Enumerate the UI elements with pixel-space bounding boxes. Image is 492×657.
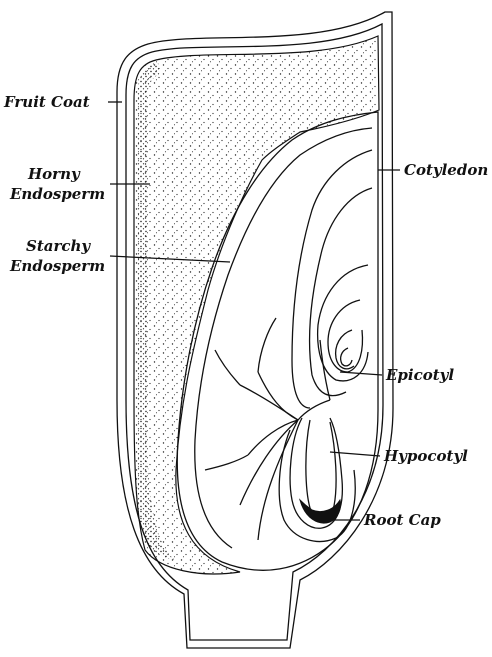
label-horny-endosperm-line1: Horny xyxy=(27,165,81,183)
label-starchy-endosperm-line2: Endosperm xyxy=(9,257,105,275)
label-horny-endosperm-line2: Endosperm xyxy=(9,185,105,203)
label-hypocotyl: Hypocotyl xyxy=(383,447,468,465)
plumule-layer-5 xyxy=(341,348,352,366)
cotyledon-outline xyxy=(292,150,372,408)
label-root-cap: Root Cap xyxy=(363,511,441,529)
label-epicotyl: Epicotyl xyxy=(385,366,454,384)
plumule-layer-1 xyxy=(310,188,372,396)
label-cotyledon: Cotyledon xyxy=(404,161,488,179)
hypocotyl-inner xyxy=(306,420,336,517)
label-fruit-coat: Fruit Coat xyxy=(3,93,90,111)
label-starchy-endosperm-line1: Starchy xyxy=(26,237,91,255)
plumule-layer-2 xyxy=(318,265,368,381)
plumule-layer-3 xyxy=(328,300,362,372)
vascular-strands xyxy=(205,318,330,540)
